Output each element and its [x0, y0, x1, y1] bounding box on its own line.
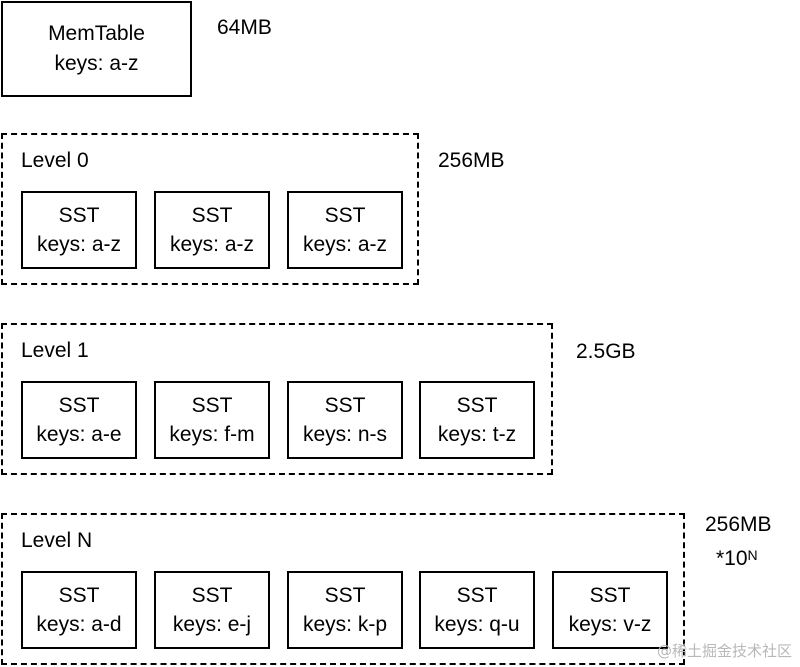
sst-title: SST — [191, 204, 233, 227]
memtable-box: MemTable keys: a-z — [1, 1, 192, 97]
sst-keys: keys: n-s — [302, 423, 388, 446]
level-n-group: Level N SST keys: a-d SST keys: e-j SST … — [1, 513, 685, 665]
multiplier-base: *10 — [716, 547, 748, 570]
multiplier-exponent: N — [747, 547, 758, 563]
sst-keys: keys: t-z — [437, 423, 517, 446]
sst-title: SST — [324, 584, 366, 607]
memtable-title: MemTable — [48, 22, 145, 45]
level-1-group: Level 1 SST keys: a-e SST keys: f-m SST … — [1, 323, 553, 475]
level-n-title: Level N — [21, 529, 93, 552]
sst-keys: keys: a-z — [169, 233, 255, 256]
level-1-title: Level 1 — [21, 339, 89, 362]
sst-keys: keys: f-m — [169, 423, 255, 446]
watermark: @稀土掘金技术社区 — [656, 642, 792, 660]
sst-keys: keys: a-e — [36, 423, 122, 446]
memtable-keys: keys: a-z — [54, 52, 139, 75]
level-n-sst-3: SST keys: k-p — [287, 571, 403, 649]
level-0-title: Level 0 — [21, 149, 89, 172]
level-n-sst-1: SST keys: a-d — [21, 571, 137, 649]
sst-title: SST — [456, 394, 498, 417]
sst-title: SST — [191, 394, 233, 417]
level-n-size-label: 256MB — [705, 513, 772, 536]
level-n-sst-5: SST keys: v-z — [552, 571, 668, 649]
sst-title: SST — [58, 394, 100, 417]
sst-title: SST — [191, 584, 233, 607]
level-0-group: Level 0 SST keys: a-z SST keys: a-z SST … — [1, 133, 419, 285]
level-1-size-label: 2.5GB — [576, 340, 636, 363]
sst-keys: keys: a-d — [36, 613, 122, 636]
sst-title: SST — [58, 584, 100, 607]
level-1-sst-2: SST keys: f-m — [154, 381, 270, 459]
sst-keys: keys: a-z — [36, 233, 122, 256]
level-0-size-label: 256MB — [438, 149, 505, 172]
sst-title: SST — [456, 584, 498, 607]
level-n-sst-2: SST keys: e-j — [154, 571, 270, 649]
level-1-sst-3: SST keys: n-s — [287, 381, 403, 459]
level-0-sst-3: SST keys: a-z — [287, 191, 403, 269]
level-n-size-multiplier: *10N — [716, 546, 758, 572]
sst-title: SST — [589, 584, 631, 607]
sst-keys: keys: k-p — [302, 613, 388, 636]
sst-keys: keys: v-z — [568, 613, 652, 636]
level-n-sst-4: SST keys: q-u — [419, 571, 535, 649]
sst-title: SST — [324, 394, 366, 417]
level-0-sst-1: SST keys: a-z — [21, 191, 137, 269]
sst-keys: keys: a-z — [302, 233, 388, 256]
level-1-sst-4: SST keys: t-z — [419, 381, 535, 459]
sst-title: SST — [58, 204, 100, 227]
level-1-sst-1: SST keys: a-e — [21, 381, 137, 459]
sst-keys: keys: q-u — [434, 613, 520, 636]
sst-title: SST — [324, 204, 366, 227]
memtable-size-label: 64MB — [217, 16, 272, 39]
sst-keys: keys: e-j — [172, 613, 252, 636]
level-0-sst-2: SST keys: a-z — [154, 191, 270, 269]
